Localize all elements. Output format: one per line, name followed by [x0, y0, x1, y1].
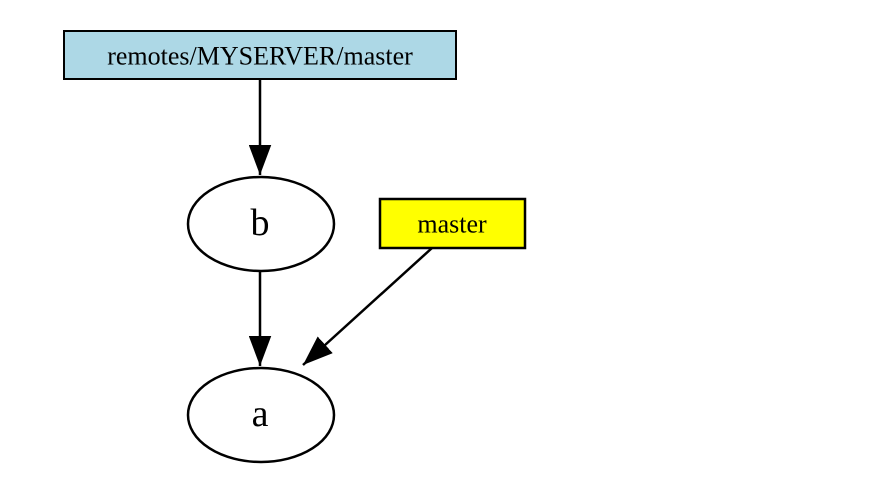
remote-ref-label: remotes/MYSERVER/master — [107, 42, 413, 71]
commit-b-ellipse — [186, 175, 336, 273]
node-commit-a: a — [186, 366, 336, 464]
node-local-ref: master — [378, 197, 527, 250]
node-commit-b: b — [186, 175, 336, 273]
remote-ref-box — [63, 30, 457, 80]
commit-a-label: a — [252, 393, 269, 435]
commit-b-label: b — [251, 202, 270, 244]
local-ref-box — [378, 197, 527, 250]
commit-a-ellipse — [186, 366, 336, 464]
edge-master-to-a — [302, 247, 433, 366]
node-remote-ref: remotes/MYSERVER/master — [63, 30, 457, 80]
local-ref-label: master — [417, 210, 487, 239]
edges — [248, 79, 433, 366]
